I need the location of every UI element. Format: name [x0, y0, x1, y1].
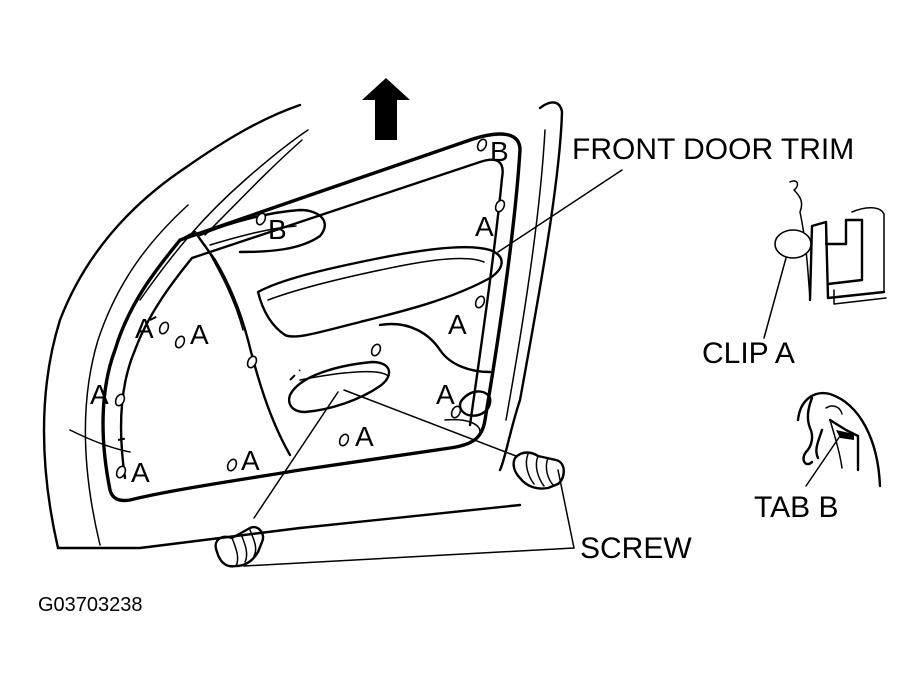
screw-path-line: [343, 389, 517, 457]
screw-icon: [512, 451, 565, 490]
marker-a: A: [131, 457, 150, 488]
clip-hole: [174, 335, 186, 349]
marker-a: A: [190, 319, 209, 350]
leader-lines: [243, 169, 841, 567]
screw-path-line: [253, 391, 339, 519]
clip-a-label: CLIP A: [702, 337, 795, 370]
marker-b: B: [268, 214, 287, 245]
figure-code: G03703238: [38, 594, 143, 616]
clip-hole: [158, 321, 170, 335]
clip-hole: [494, 199, 506, 213]
clip-hole: [474, 295, 486, 309]
clip-hole: [115, 465, 127, 479]
marker-a: A: [475, 211, 494, 242]
clip-hole: [476, 138, 488, 152]
screw-leader: [557, 469, 575, 549]
marker-a: A: [355, 421, 374, 452]
clip-hole: [338, 433, 350, 447]
screw-icon: [214, 525, 265, 568]
marker-b: B: [490, 136, 509, 167]
marker-a: A: [436, 379, 455, 410]
clip-a-detail: [774, 180, 887, 305]
marker-a: A: [241, 445, 260, 476]
tab-b-label: TAB B: [754, 491, 838, 524]
clip-hole: [450, 405, 462, 419]
clip-hole: [226, 458, 238, 472]
clip-hole: [114, 393, 126, 407]
tab-b-leader: [805, 435, 841, 487]
clip-markers: B B A A A A A A A A A: [90, 136, 509, 488]
marker-a: A: [90, 379, 109, 410]
clip-holes: [114, 138, 506, 479]
clip-icon: [774, 229, 812, 259]
clip-hole: [370, 343, 382, 357]
front-door-trim-label: FRONT DOOR TRIM: [572, 133, 854, 166]
tab-icon: [825, 405, 843, 415]
door-trim-panel: [101, 132, 522, 503]
clip-hole: [255, 212, 267, 226]
clip-a-leader: [763, 257, 787, 339]
up-arrow-icon: [362, 78, 410, 140]
marker-a: A: [448, 309, 467, 340]
screw-leader: [243, 547, 575, 567]
front-door-trim-leader: [497, 169, 623, 253]
tab-b-detail: [796, 391, 882, 488]
clip-hole: [246, 355, 258, 369]
marker-a: A: [135, 313, 154, 344]
screw-label: SCREW: [580, 532, 692, 565]
